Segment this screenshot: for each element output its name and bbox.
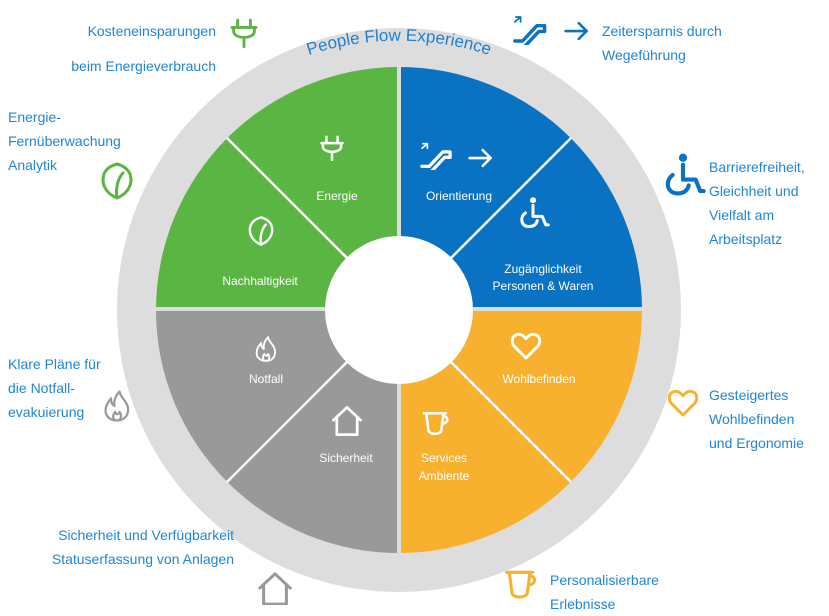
segment-label-zugaenglichkeit-sub: Personen & Waren: [493, 279, 594, 293]
segment-label-nachhaltigkeit: Nachhaltigkeit: [222, 274, 298, 288]
label-klare-plaene: Klare Pläne für die Notfall- evakuierung: [8, 352, 101, 424]
segment-label-sicherheit: Sicherheit: [319, 451, 373, 465]
segment-label-energie: Energie: [316, 189, 358, 203]
label-line: Fernüberwachung: [8, 133, 121, 149]
label-line: Arbeitsplatz: [709, 231, 783, 247]
label-line: Energie-: [8, 109, 61, 125]
label-line: Analytik: [8, 157, 58, 173]
label-line: die Notfall-: [8, 380, 75, 396]
label-line: Gesteigertes: [709, 387, 789, 403]
wheelchair-icon-outer: [668, 154, 704, 194]
segment-label-orientierung: Orientierung: [426, 189, 492, 203]
segment-label-services: Services: [421, 451, 467, 465]
label-line: Sicherheit und Verfügbarkeit: [58, 527, 234, 543]
label-personalisierbare: Personalisierbare Erlebnisse: [550, 568, 659, 616]
label-line: Erlebnisse: [550, 596, 616, 612]
label-sicherheit-verfuegbarkeit: Sicherheit und Verfügbarkeit Statuserfas…: [10, 523, 234, 571]
label-line: Gleichheit und: [709, 183, 799, 199]
segment-label-wohlbefinden: Wohlbefinden: [502, 372, 575, 386]
segment-label-notfall: Notfall: [249, 372, 283, 386]
cup-icon-outer: [505, 570, 537, 599]
arrow-right-icon-outer: [564, 21, 588, 41]
label-line: Klare Pläne für: [8, 356, 101, 372]
label-line: Vielfalt am: [709, 207, 775, 223]
label-line: beim Energieverbrauch: [71, 58, 216, 74]
label-line: Zeitersparnis durch: [602, 23, 722, 39]
heart-icon-outer: [667, 389, 699, 417]
label-line: Kosteneinsparungen: [87, 23, 216, 39]
segment-label-zugaenglichkeit: Zugänglichkeit: [504, 262, 582, 276]
label-line: Wegeführung: [602, 47, 686, 63]
label-line: Personalisierbare: [550, 572, 659, 588]
label-line: und Ergonomie: [709, 435, 804, 451]
label-kosteneinsparungen: Kosteneinsparungen: [30, 19, 216, 43]
center-circle: [325, 236, 473, 384]
segment-label-services-sub: Ambiente: [419, 469, 470, 483]
label-line: Wohlbefinden: [709, 411, 795, 427]
label-zeitersparnis: Zeitersparnis durch Wegeführung: [602, 19, 722, 67]
plug-icon-outer: [230, 18, 258, 49]
flame-icon-outer: [104, 390, 130, 422]
label-gesteigertes-wohlbefinden: Gesteigertes Wohlbefinden und Ergonomie: [709, 383, 804, 455]
label-line: Barrierefreiheit,: [709, 159, 805, 175]
escalator-icon-outer: [513, 15, 547, 45]
label-barrierefreiheit: Barrierefreiheit, Gleichheit und Vielfal…: [709, 155, 805, 251]
label-line: Statuserfassung von Anlagen: [51, 551, 234, 567]
house-icon-outer: [258, 572, 292, 605]
label-line: evakuierung: [8, 404, 85, 420]
label-energieverbrauch: beim Energieverbrauch: [20, 54, 216, 78]
label-energie-fernueberwachung: Energie- Fernüberwachung Analytik: [8, 105, 121, 177]
